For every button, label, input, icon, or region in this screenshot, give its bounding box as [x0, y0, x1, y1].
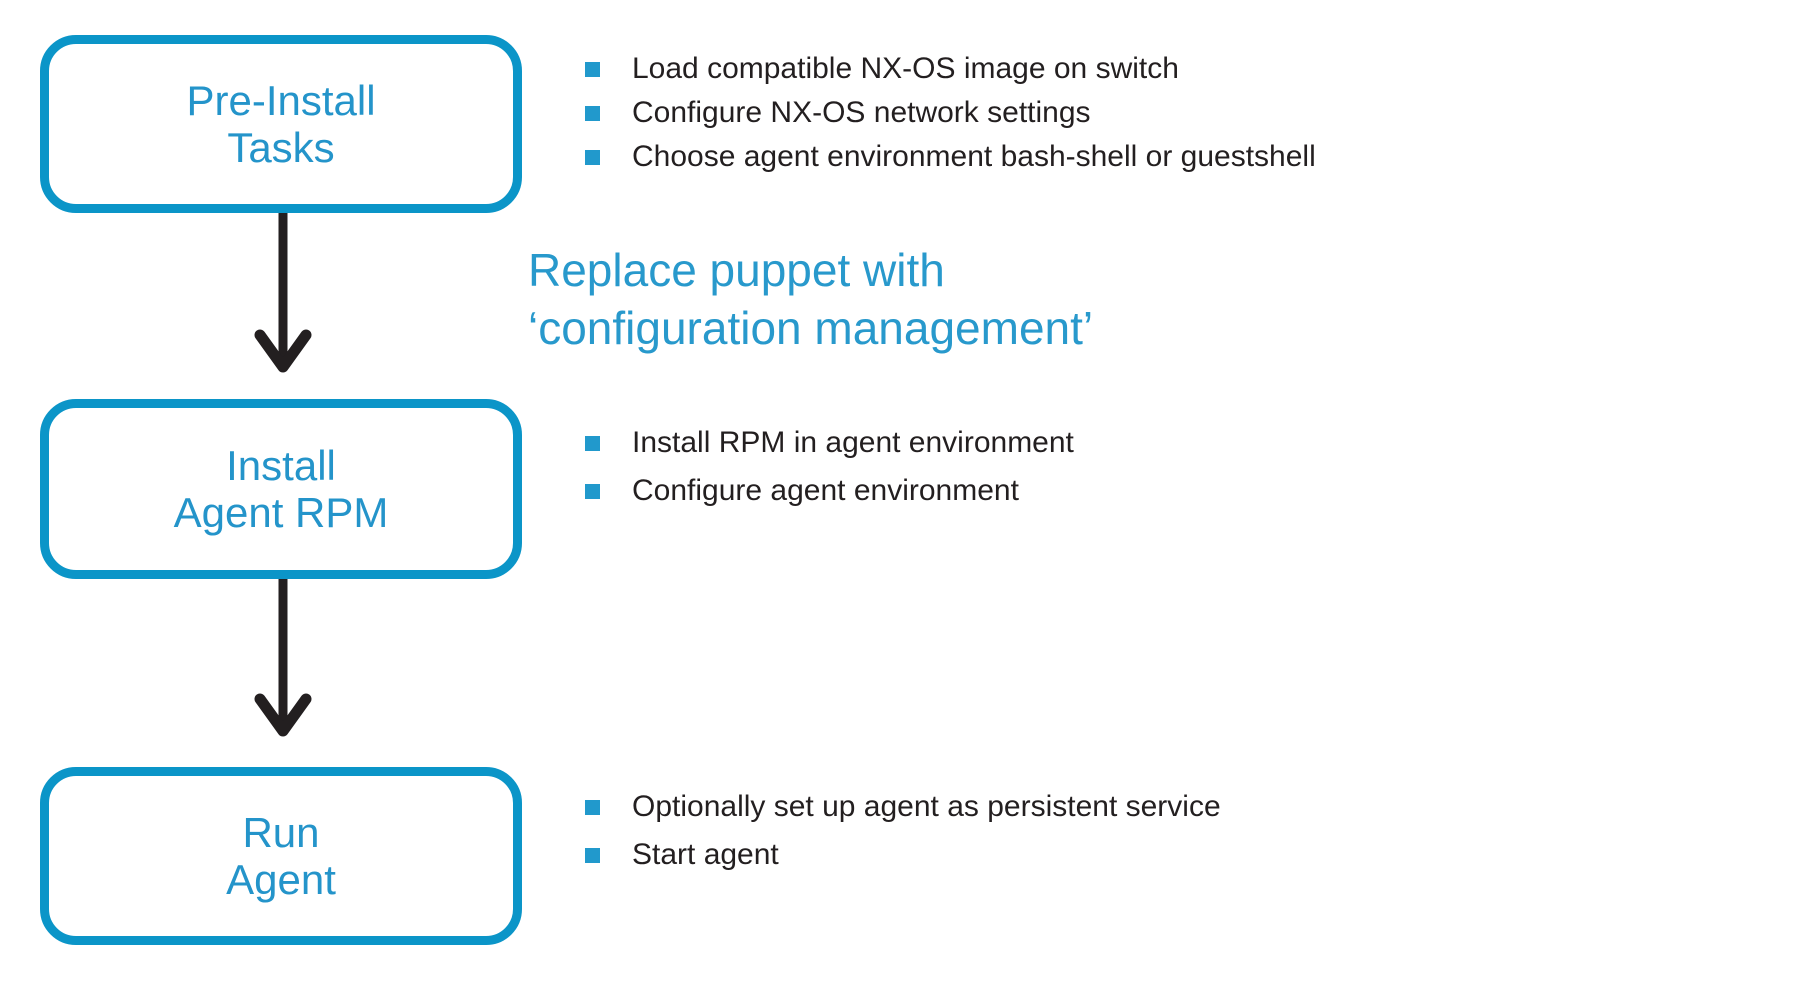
bullet-list-pre-install: Load compatible NX-OS image on switch Co… [585, 47, 1316, 179]
bullet-item-text: Choose agent environment bash-shell or g… [632, 140, 1316, 173]
bullet-item-text: Load compatible NX-OS image on switch [632, 52, 1179, 85]
bullet-item-text: Start agent [632, 838, 779, 871]
bullet-item: Configure agent environment [585, 467, 1074, 515]
bullet-list-install-rpm: Install RPM in agent environment Configu… [585, 419, 1074, 515]
bullet-item: Optionally set up agent as persistent se… [585, 783, 1221, 831]
arrow-down-icon [253, 213, 313, 373]
bullet-item-text: Configure agent environment [632, 474, 1019, 507]
bullet-square-icon [585, 847, 600, 863]
callout-heading-line: ‘configuration management’ [528, 302, 1094, 354]
bullet-square-icon [585, 799, 600, 815]
callout-heading-line: Replace puppet with [528, 244, 945, 296]
arrow-down-icon [253, 579, 313, 737]
flow-node-label-line: Tasks [227, 124, 335, 171]
bullet-square-icon [585, 483, 600, 499]
flow-node-pre-install-tasks: Pre-Install Tasks [40, 35, 522, 213]
bullet-square-icon [585, 61, 600, 77]
bullet-item: Install RPM in agent environment [585, 419, 1074, 467]
bullet-list-run-agent: Optionally set up agent as persistent se… [585, 783, 1221, 879]
flow-node-label-line: Run [242, 809, 320, 856]
bullet-item-text: Optionally set up agent as persistent se… [632, 790, 1221, 823]
bullet-item: Start agent [585, 831, 1221, 879]
bullet-item: Choose agent environment bash-shell or g… [585, 135, 1316, 179]
flow-node-label-line: Agent RPM [173, 489, 389, 536]
bullet-item: Load compatible NX-OS image on switch [585, 47, 1316, 91]
bullet-square-icon [585, 149, 600, 165]
flow-node-run-agent: Run Agent [40, 767, 522, 945]
flow-node-label-line: Agent [226, 856, 336, 903]
flow-node-label-line: Pre-Install [186, 77, 376, 124]
bullet-square-icon [585, 435, 600, 451]
callout-heading: Replace puppet with ‘configuration manag… [528, 241, 1093, 357]
flow-node-label-line: Install [226, 442, 336, 489]
flow-node-install-agent-rpm: Install Agent RPM [40, 399, 522, 579]
bullet-square-icon [585, 105, 600, 121]
bullet-item: Configure NX-OS network settings [585, 91, 1316, 135]
bullet-item-text: Install RPM in agent environment [632, 426, 1074, 459]
bullet-item-text: Configure NX-OS network settings [632, 96, 1091, 129]
